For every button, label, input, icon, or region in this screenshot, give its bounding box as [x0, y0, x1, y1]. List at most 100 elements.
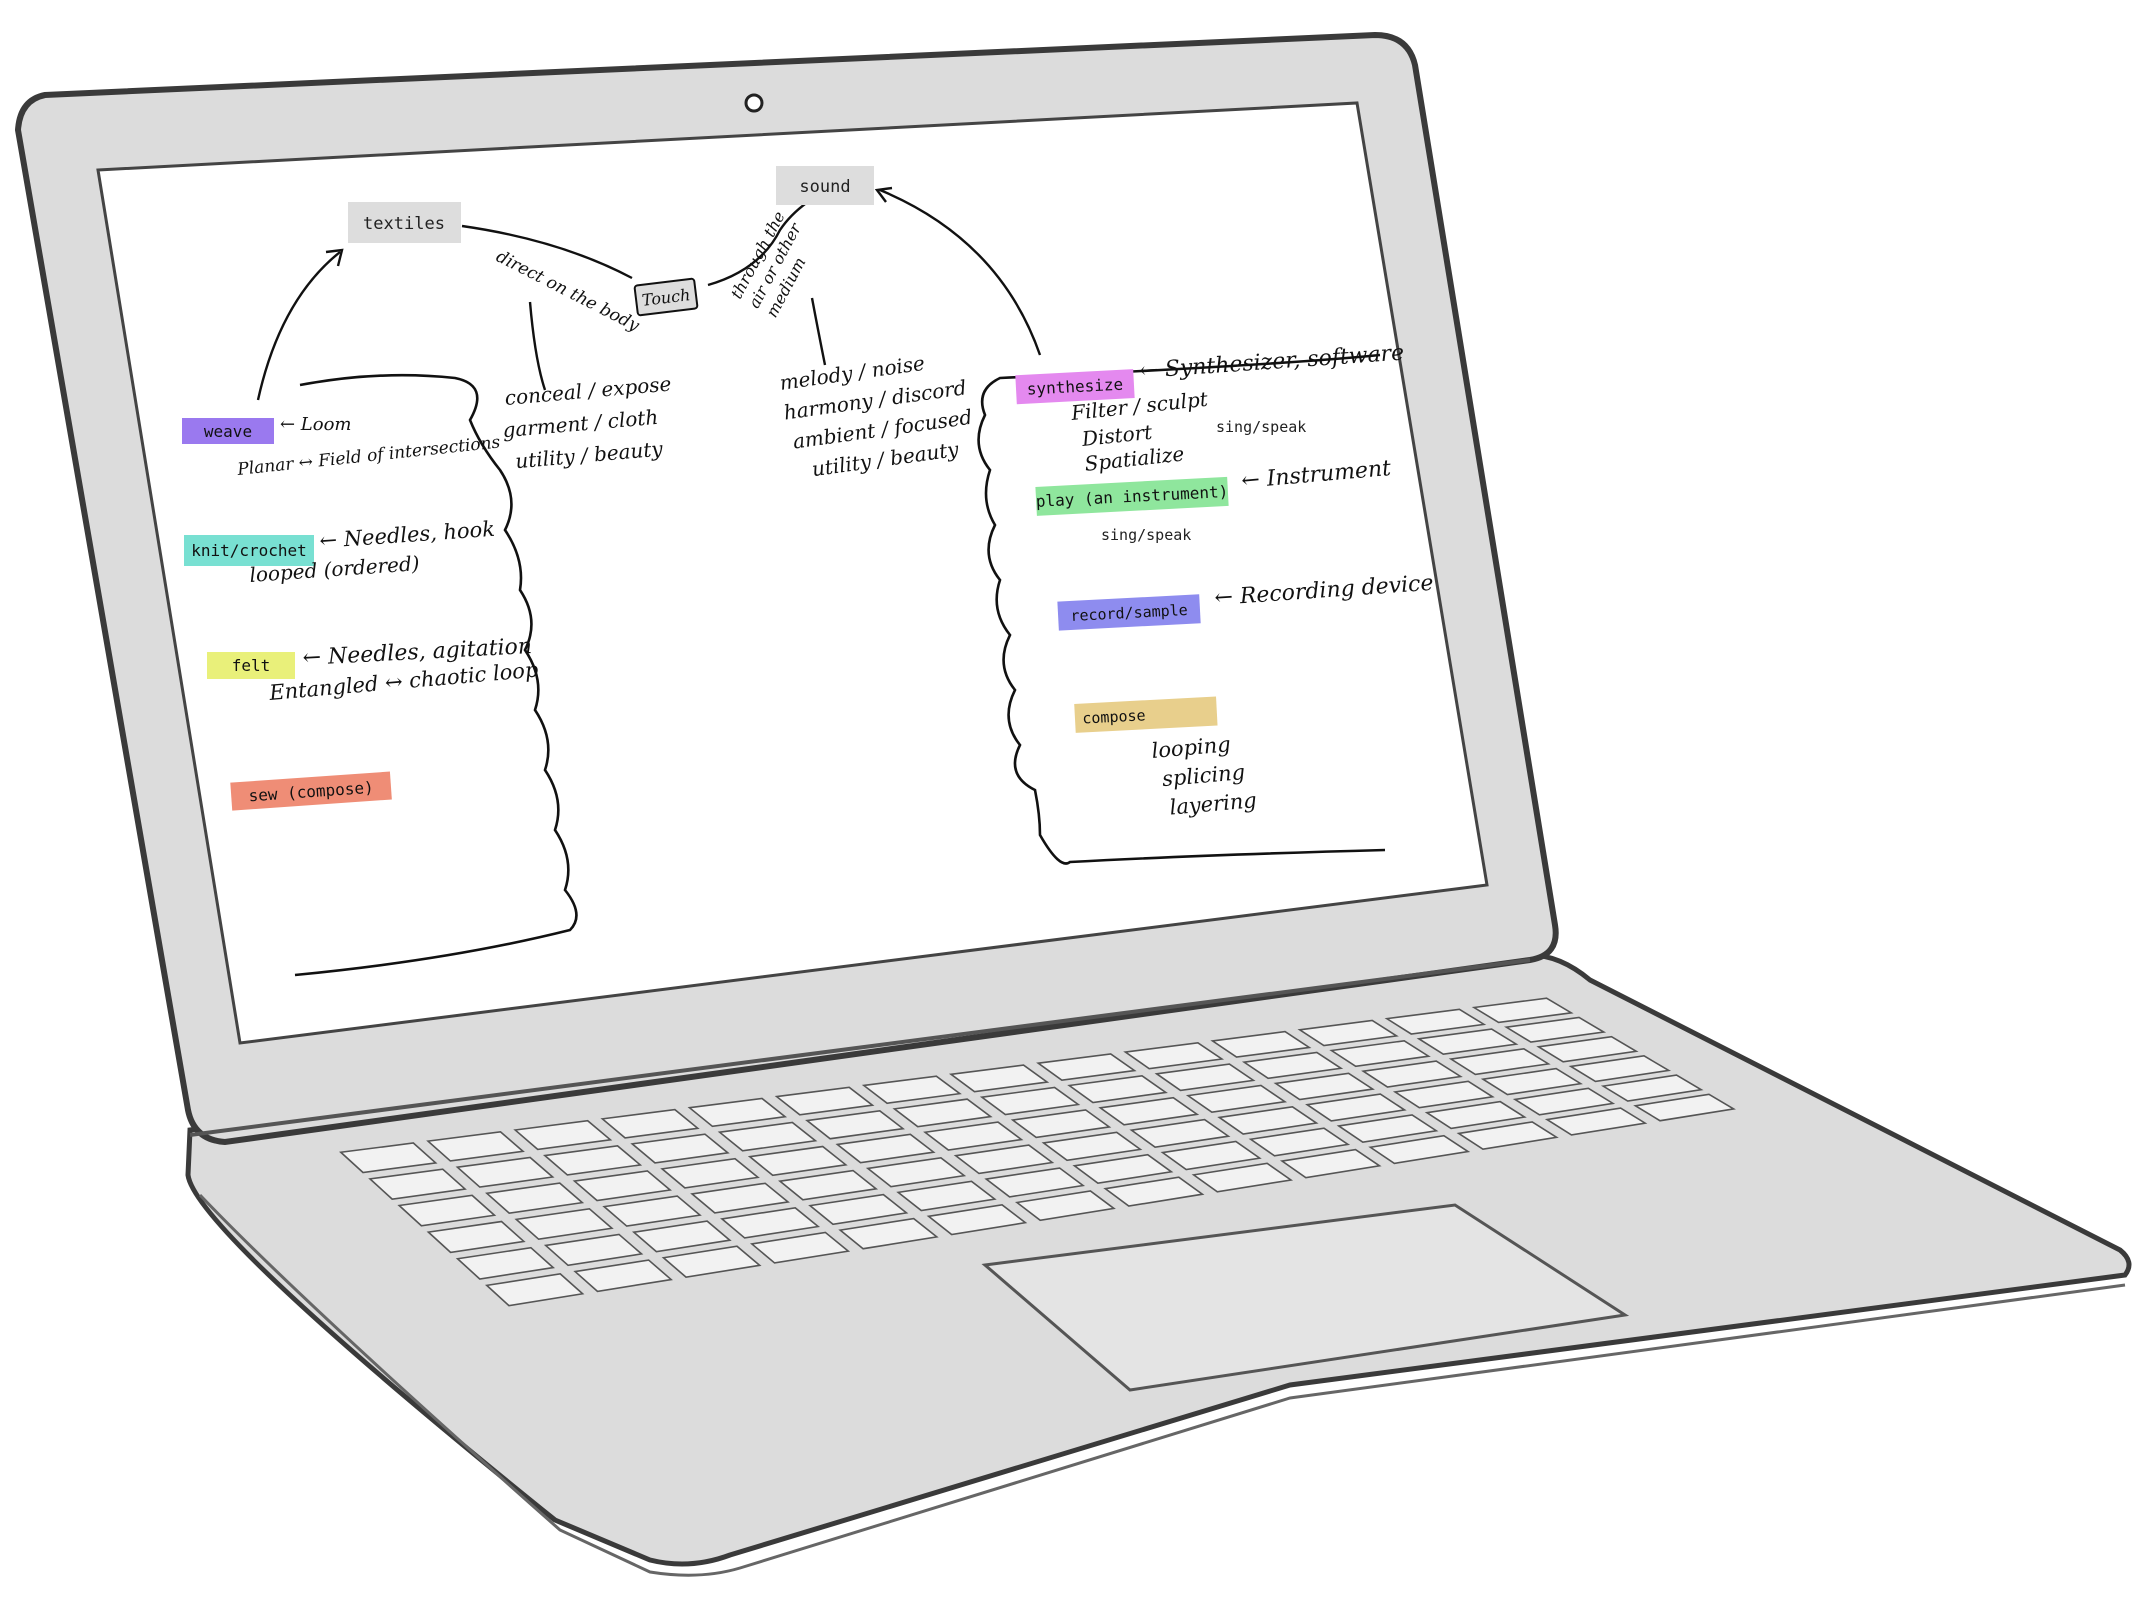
trackpad[interactable]: [981, 1203, 1630, 1392]
keyboard-key[interactable]: [484, 1273, 585, 1307]
keyboard-key[interactable]: [892, 1098, 993, 1128]
keyboard-key[interactable]: [979, 1086, 1081, 1116]
node-record-sample[interactable]: record/sample: [1057, 594, 1201, 631]
keyboard-key[interactable]: [1191, 1162, 1294, 1193]
keyboard-key[interactable]: [1600, 1074, 1704, 1102]
keyboard-key[interactable]: [1154, 1063, 1256, 1092]
keyboard-key[interactable]: [1448, 1048, 1551, 1076]
keyboard-key[interactable]: [1329, 1039, 1431, 1068]
keyboard-key[interactable]: [602, 1195, 702, 1227]
keyboard-key[interactable]: [1424, 1100, 1527, 1130]
keyboard-key[interactable]: [805, 1109, 906, 1140]
keyboard-key[interactable]: [865, 1156, 967, 1188]
keyboard-key[interactable]: [1480, 1067, 1583, 1096]
keyboard-key[interactable]: [630, 1133, 730, 1164]
keyboard-key[interactable]: [747, 1145, 848, 1177]
keyboard-key[interactable]: [1248, 1127, 1351, 1157]
keyboard-key[interactable]: [543, 1233, 644, 1267]
keyboard-key[interactable]: [1010, 1109, 1112, 1139]
keyboard-key[interactable]: [1072, 1153, 1174, 1185]
sound-bracket: [977, 353, 1386, 865]
keyboard-key[interactable]: [953, 1144, 1055, 1175]
keyboard-key[interactable]: [1273, 1072, 1375, 1101]
keyboard-key[interactable]: [838, 1217, 939, 1250]
keyboard-key[interactable]: [1384, 1008, 1487, 1035]
keyboard-key[interactable]: [690, 1182, 790, 1214]
keyboard-key[interactable]: [1241, 1051, 1344, 1080]
keyboard-key[interactable]: [455, 1156, 555, 1188]
keyboard-key[interactable]: [513, 1119, 613, 1151]
keyboard-key[interactable]: [1503, 1016, 1607, 1043]
keyboard-key[interactable]: [717, 1121, 818, 1152]
keyboard-key[interactable]: [687, 1097, 788, 1128]
node-textiles[interactable]: textiles: [348, 202, 461, 243]
keyboard-key[interactable]: [631, 1220, 732, 1253]
keyboard-key[interactable]: [1098, 1096, 1200, 1126]
keyboard-key[interactable]: [1123, 1041, 1225, 1070]
keyboard-key[interactable]: [1456, 1121, 1559, 1151]
node-weave[interactable]: weave: [182, 418, 274, 444]
keyboard-key[interactable]: [923, 1121, 1024, 1151]
keyboard-key[interactable]: [984, 1167, 1086, 1198]
keyboard-key[interactable]: [542, 1144, 643, 1176]
keyboard-key[interactable]: [572, 1170, 672, 1202]
keyboard-key[interactable]: [1568, 1055, 1672, 1083]
keyboard-key[interactable]: [948, 1064, 1050, 1093]
keyboard-key[interactable]: [1160, 1140, 1262, 1171]
keyboard-key[interactable]: [1041, 1131, 1143, 1162]
keyboard-key[interactable]: [1392, 1080, 1495, 1109]
keyboard-key[interactable]: [1210, 1030, 1312, 1058]
keyboard-key[interactable]: [861, 1075, 962, 1105]
keyboard-key[interactable]: [1544, 1107, 1648, 1136]
node-compose[interactable]: compose: [1074, 696, 1218, 733]
keyboard-key[interactable]: [1305, 1093, 1407, 1122]
keyboard-key[interactable]: [778, 1169, 879, 1201]
node-play[interactable]: play (an instrument): [1035, 476, 1229, 516]
synth-to-sound-arrow: [879, 188, 1042, 356]
keyboard-key[interactable]: [600, 1108, 700, 1139]
keyboard-key[interactable]: [1129, 1118, 1231, 1149]
node-synthesize[interactable]: synthesize: [1015, 369, 1135, 405]
keyboard-key[interactable]: [1103, 1176, 1205, 1207]
keyboard-key[interactable]: [808, 1193, 909, 1226]
node-compose-label: compose: [1082, 706, 1146, 727]
keyboard-key[interactable]: [1633, 1093, 1736, 1122]
keyboard-key[interactable]: [774, 1086, 875, 1116]
keyboard-key[interactable]: [1014, 1190, 1116, 1222]
keyboard-key[interactable]: [661, 1245, 762, 1279]
keyboard-key[interactable]: [720, 1207, 821, 1239]
keyboard-key[interactable]: [455, 1246, 556, 1280]
keyboard-key[interactable]: [1297, 1019, 1399, 1047]
node-sew[interactable]: sew (compose): [230, 771, 392, 811]
keyboard-key[interactable]: [514, 1207, 614, 1241]
keyboard-key[interactable]: [1036, 1053, 1137, 1081]
keyboard-key[interactable]: [1416, 1028, 1519, 1056]
node-knit-crochet[interactable]: knit/crochet: [184, 535, 314, 566]
keyboard-key[interactable]: [1067, 1074, 1168, 1104]
node-felt[interactable]: felt: [207, 652, 295, 679]
keyboard-key[interactable]: [368, 1168, 467, 1200]
keyboard-key[interactable]: [660, 1157, 760, 1189]
node-touch[interactable]: Touch: [633, 277, 699, 317]
keyboard-key[interactable]: [1217, 1106, 1319, 1135]
keyboard-key[interactable]: [749, 1231, 851, 1264]
keyboard-key[interactable]: [1536, 1035, 1639, 1063]
keyboard-key[interactable]: [1368, 1134, 1471, 1165]
keyboard-key[interactable]: [1185, 1084, 1288, 1114]
keyboard-key[interactable]: [1361, 1060, 1463, 1088]
node-sound[interactable]: sound: [776, 166, 874, 205]
keyboard-key[interactable]: [1279, 1148, 1382, 1179]
keyboard-key[interactable]: [397, 1194, 497, 1227]
keyboard-key[interactable]: [573, 1259, 673, 1293]
keyboard-key[interactable]: [896, 1180, 997, 1212]
keyboard-key[interactable]: [339, 1142, 438, 1174]
keyboard-key[interactable]: [426, 1131, 525, 1162]
keyboard-key[interactable]: [835, 1133, 936, 1164]
keyboard-key[interactable]: [485, 1182, 585, 1214]
weave-to-textiles-arrow: [256, 251, 341, 401]
keyboard-key[interactable]: [1512, 1087, 1616, 1116]
keyboard-key[interactable]: [926, 1203, 1028, 1236]
keyboard-key[interactable]: [1336, 1114, 1439, 1143]
keyboard-key[interactable]: [426, 1220, 526, 1254]
keyboard-key[interactable]: [1471, 997, 1574, 1024]
